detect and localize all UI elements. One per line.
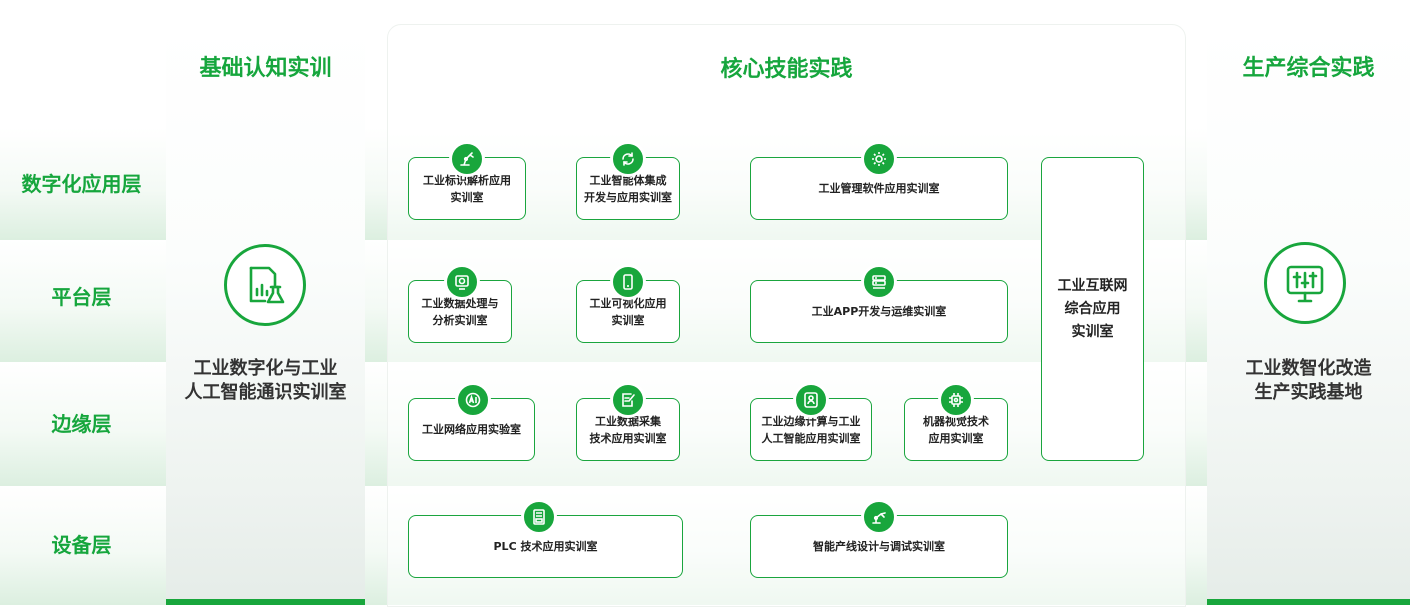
lab-card-label: 工业可视化应用 实训室 [589, 296, 667, 327]
layer-label-digital-app: 数字化应用层 [21, 172, 142, 196]
document-chart-flask-icon [224, 244, 306, 326]
column-label: 工业数智化改造 生产实践基地 [1245, 358, 1372, 403]
gear-network-icon [861, 141, 897, 177]
vision-chip-icon [938, 382, 974, 418]
mobile-icon [610, 264, 646, 300]
column-basic-training: 基础认知实训 工业数字化与工业 人工智能通识实训室 [166, 24, 365, 605]
column-bottom-bar [166, 599, 365, 605]
lab-card-label: 工业数据采集 技术应用实训室 [589, 414, 667, 445]
lab-card-label: 工业数据处理与 分析实训室 [421, 296, 499, 327]
lab-card-label: 工业互联网 综合应用 实训室 [1057, 277, 1128, 340]
lab-card-label: 工业管理软件应用实训室 [818, 182, 940, 195]
lab-card-label: 机器视觉技术 应用实训室 [923, 414, 989, 445]
layer-label-platform: 平台层 [51, 285, 112, 309]
ai-icon [455, 382, 491, 418]
lab-card-industrial-internet[interactable]: 工业互联网 综合应用 实训室 [1041, 157, 1144, 461]
column-production-practice: 生产综合实践 工业数智化改造 生产实践基地 [1207, 24, 1410, 605]
robot-arm-icon [861, 499, 897, 535]
edit-document-icon [610, 382, 646, 418]
monitor-sliders-icon [1264, 242, 1346, 324]
lab-card-label: 工业网络应用实验室 [422, 423, 521, 436]
column-title: 核心技能实践 [720, 57, 853, 82]
lab-card-label: 工业APP开发与运维实训室 [811, 305, 947, 318]
column-title: 基础认知实训 [199, 56, 332, 81]
column-title: 生产综合实践 [1242, 56, 1375, 81]
user-card-icon [793, 382, 829, 418]
lab-card-label: 工业智能体集成 开发与应用实训室 [584, 173, 672, 204]
column-bottom-bar [1207, 599, 1410, 605]
lab-card-label: 工业标识解析应用 实训室 [423, 173, 511, 204]
lab-card-label: 工业边缘计算与工业 人工智能应用实训室 [761, 414, 861, 445]
data-screen-icon [444, 264, 480, 300]
server-icon [861, 264, 897, 300]
robot-arm-icon [449, 141, 485, 177]
sync-chip-icon [610, 141, 646, 177]
layer-label-edge: 边缘层 [51, 412, 112, 436]
plc-icon [521, 499, 557, 535]
column-label: 工业数字化与工业 人工智能通识实训室 [184, 358, 347, 403]
lab-card-label: 智能产线设计与调试实训室 [813, 540, 945, 553]
lab-card-label: PLC 技术应用实训室 [493, 540, 598, 553]
layer-label-device: 设备层 [51, 533, 112, 557]
